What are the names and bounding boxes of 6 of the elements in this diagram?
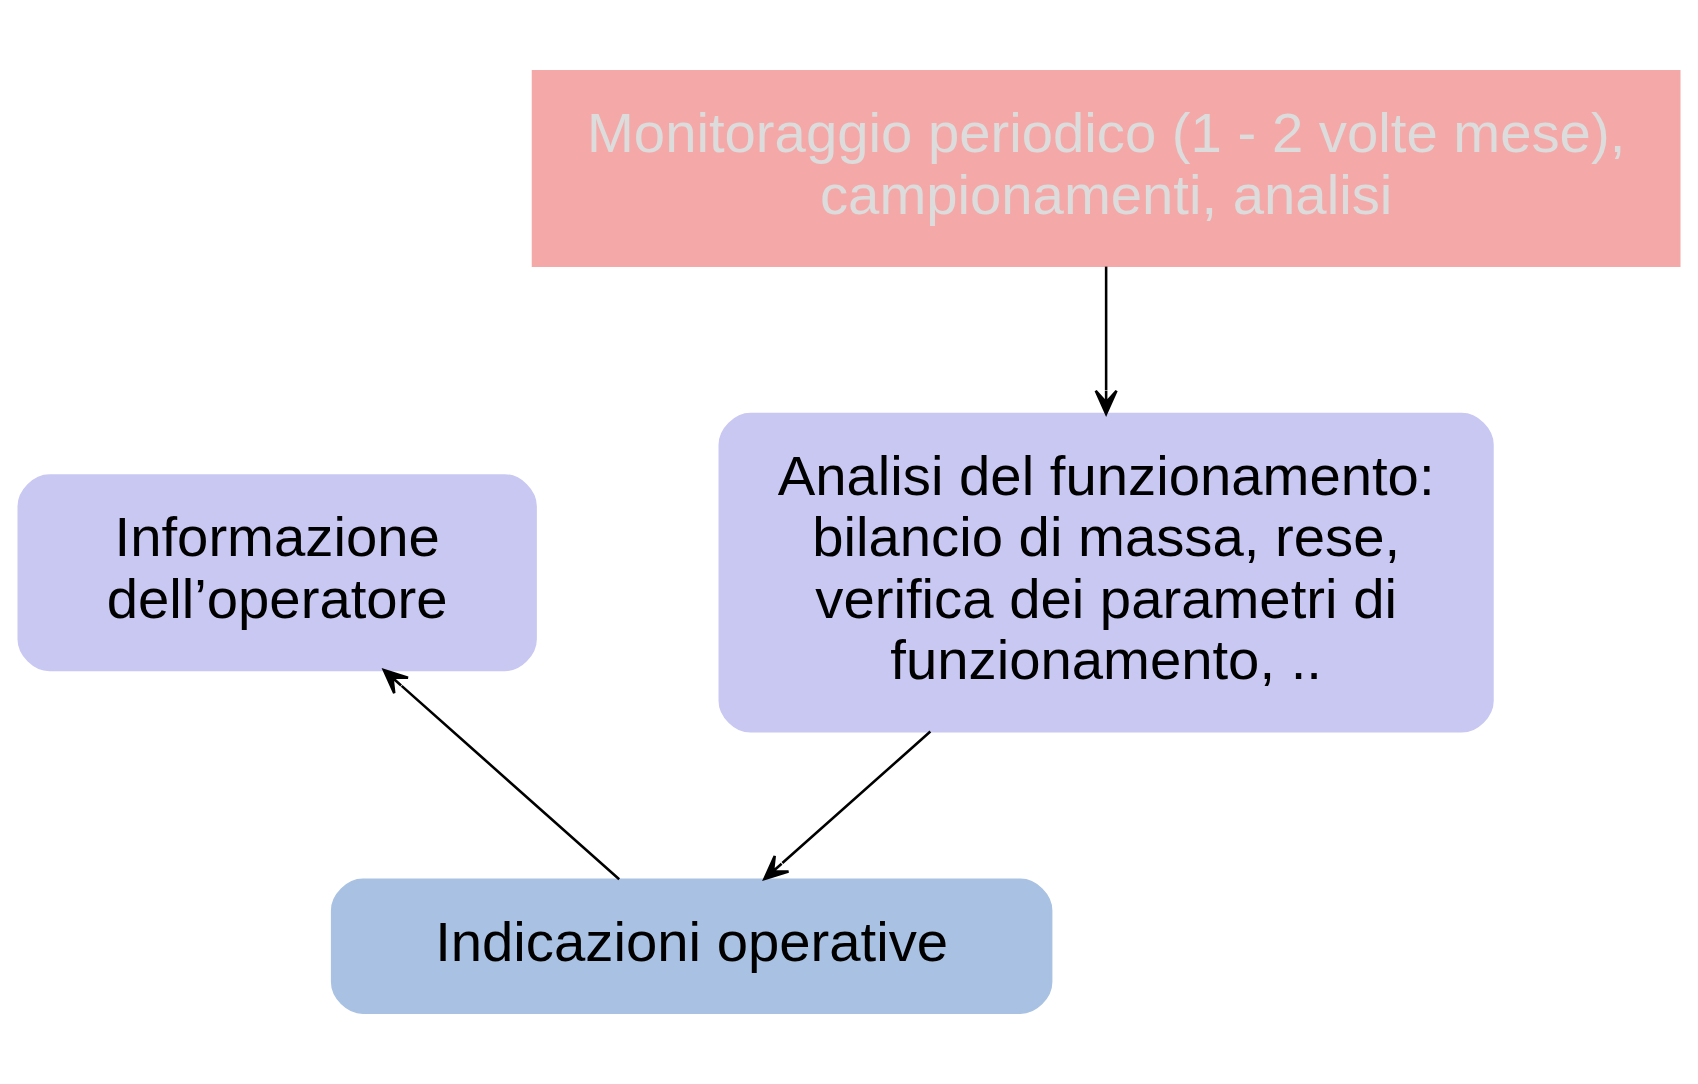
arrow [1094,266,1118,416]
arrow [763,730,932,881]
arrow [382,668,621,881]
node-box: Analisi del funzionamento: bilancio di massa, rese, verifica dei parametri di funzionamento, .. [718,412,1494,733]
node-box: Indicazioni operative [330,878,1053,1015]
node-box: Informazione dell’operatore [17,474,537,672]
